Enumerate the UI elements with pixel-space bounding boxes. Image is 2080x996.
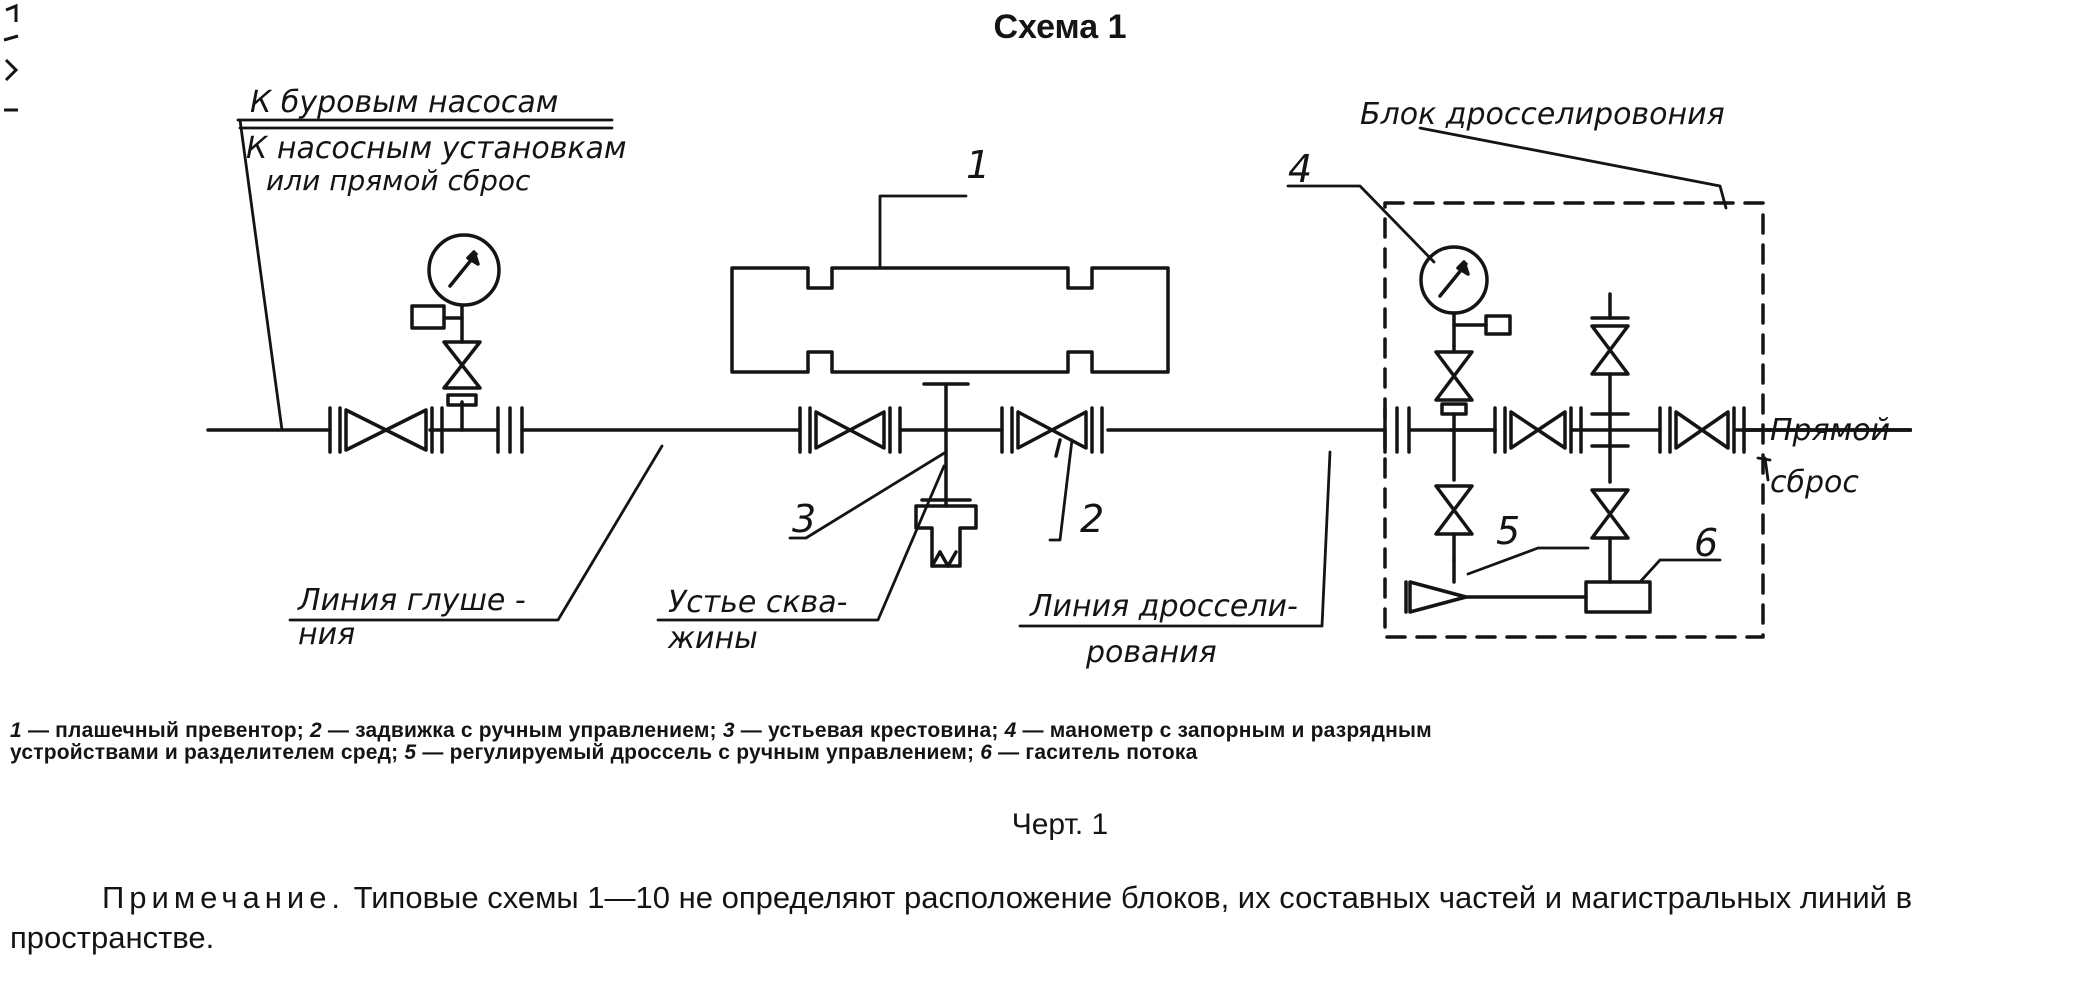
label-to-mud-pumps: К буровым насосам [250, 85, 558, 120]
legend-num-5: 5 [404, 741, 417, 764]
legend-line-1: 1 — плашечный превентор; 2 — задвижка с … [10, 720, 2070, 742]
callout-1: 1 [966, 143, 990, 187]
legend-text-5: — регулируемый дроссель с ручным управле… [422, 741, 975, 764]
legend-num-3: 3 [722, 719, 735, 742]
label-wellhead-line2: жины [667, 621, 758, 656]
label-to-pump-units-line2: или прямой сброс [266, 164, 531, 197]
note-heading: Примечание. [102, 880, 346, 915]
legend-text-4: — манометр с запорным и разрядным [1022, 719, 1432, 742]
label-choke-line-line1: Линия дроссели- [1029, 589, 1298, 624]
callout-4: 4 [1288, 147, 1312, 191]
wellhead-piping-diagram: К буровым насосам К насосным установкам … [206, 85, 1912, 670]
label-kill-line-line2: ния [298, 617, 355, 652]
callout-3: 3 [792, 497, 816, 541]
legend-text-4-cont: устройствами и разделителем сред; [10, 741, 399, 764]
scheme-title: Схема 1 [993, 8, 1127, 46]
wellhead-left-gate-valve [798, 406, 902, 454]
choke-block-right-gate-valve [1658, 406, 1746, 454]
kill-line-gauge-assembly [410, 233, 501, 432]
callout-5: 5 [1496, 509, 1520, 553]
margin-page-mark [3, 3, 19, 112]
pressure-gauge-item-4 [1419, 245, 1512, 432]
callout-6: 6 [1694, 521, 1718, 565]
legend-text-6: — гаситель потока [998, 741, 1198, 764]
flow-damper-item-6 [1584, 580, 1652, 614]
legend-num-1: 1 [10, 719, 22, 742]
leader-lines [236, 118, 1772, 628]
kill-line-flange [496, 406, 524, 454]
ram-preventer [730, 266, 1170, 374]
legend-num-4: 4 [1004, 719, 1017, 742]
legend-text-2: — задвижка с ручным управлением; [327, 719, 717, 742]
label-kill-line-line1: Линия глуше - [297, 583, 526, 618]
choke-block-boundary [1383, 201, 1765, 639]
legend-num-2: 2 [309, 719, 322, 742]
callout-2: 2 [1080, 497, 1104, 541]
label-choke-block: Блок дросселировония [1360, 97, 1725, 132]
wellhead-cross [914, 382, 978, 568]
choke-right-branch [1590, 292, 1630, 584]
adjustable-choke-item-5 [1404, 558, 1588, 614]
figure-caption: Черт. 1 [1011, 808, 1109, 841]
legend: 1 — плашечный превентор; 2 — задвижка с … [10, 720, 2070, 764]
label-direct-discharge-line2: сброс [1770, 465, 1859, 500]
label-wellhead-line1: Устье сква- [668, 585, 847, 620]
legend-text-1: — плашечный превентор; [27, 719, 304, 742]
kill-line-gate-valve [328, 406, 444, 454]
legend-num-6: 6 [980, 741, 993, 764]
manual-gate-valve-item-2 [1000, 406, 1104, 458]
note-body: Типовые схемы 1—10 не определяют располо… [10, 880, 1913, 955]
choke-block-inlet-flange [1383, 406, 1411, 454]
note-paragraph: Примечание. Типовые схемы 1—10 не опреде… [10, 878, 2050, 958]
label-to-pump-units-line1: К насосным установкам [246, 131, 627, 166]
legend-text-3: — устьевая крестовина; [740, 719, 999, 742]
choke-block-middle-gate-valve [1493, 406, 1583, 454]
label-choke-line-line2: рования [1085, 635, 1217, 670]
legend-line-2: устройствами и разделителем сред; 5 — ре… [10, 742, 2070, 764]
choke-left-branch [1434, 428, 1474, 562]
